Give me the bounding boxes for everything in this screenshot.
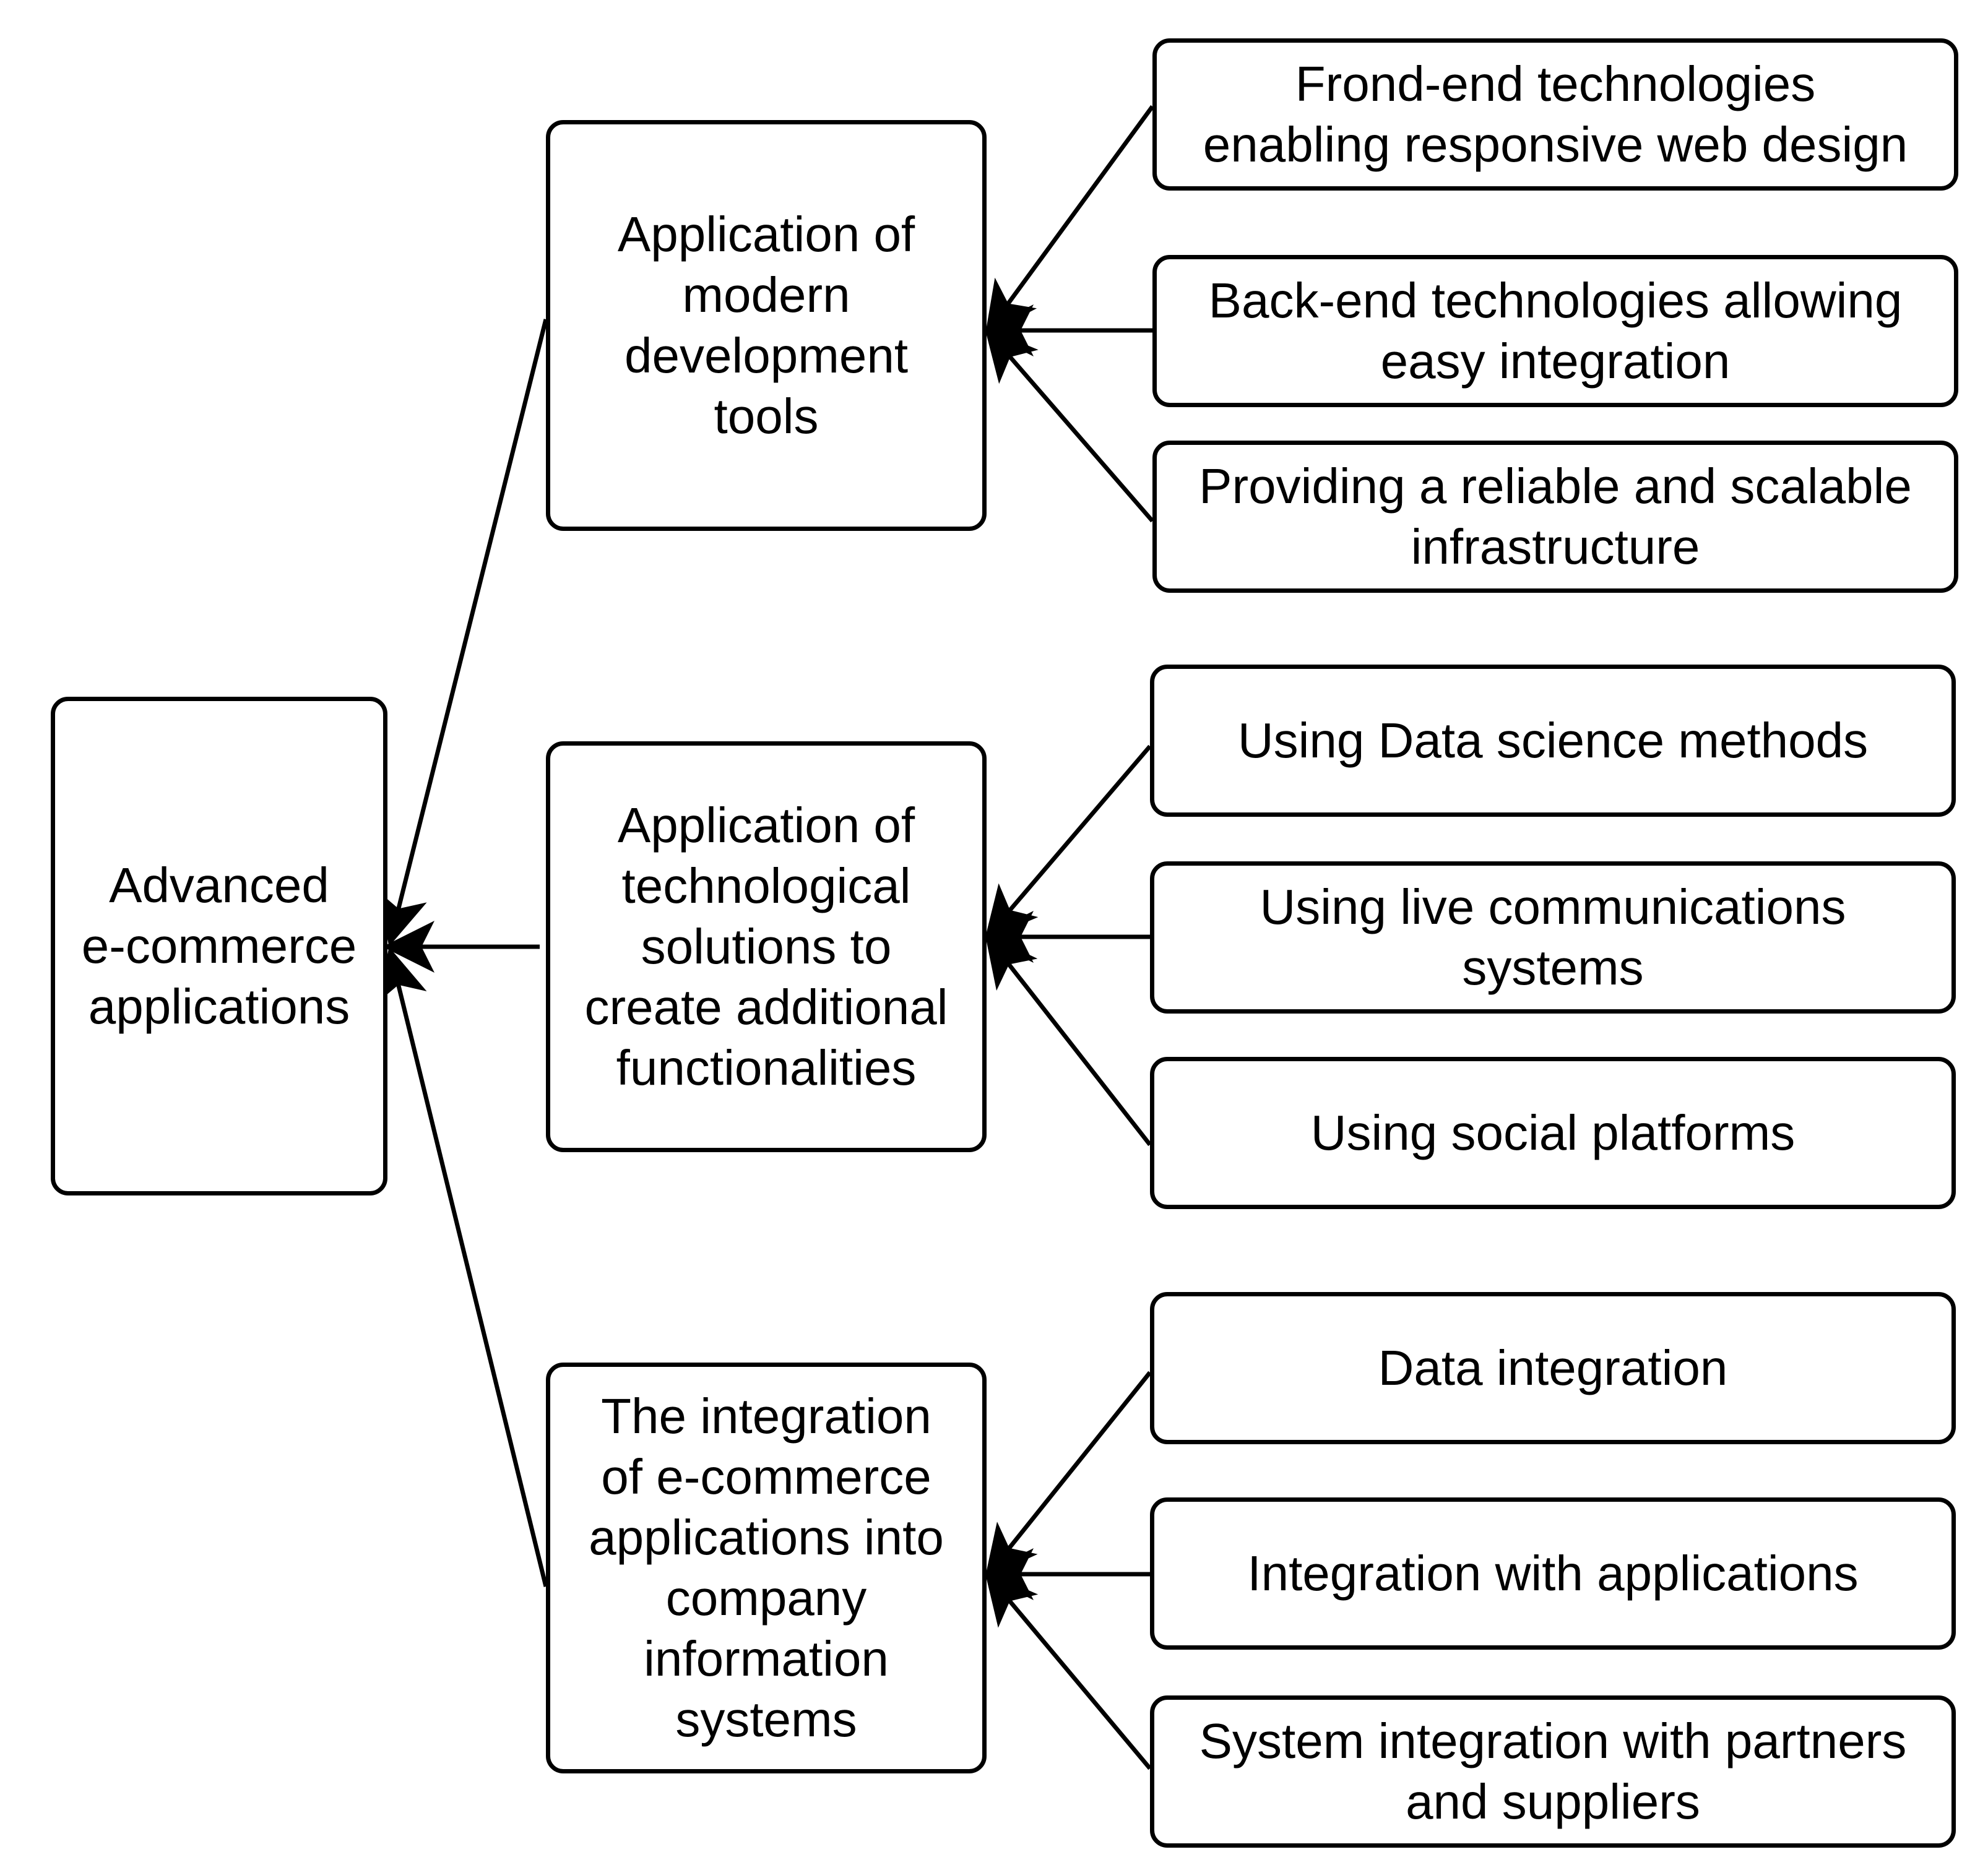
branch-node-label: Application of modern development tools: [617, 207, 915, 444]
leaf-node-label: Using social platforms: [1310, 1105, 1796, 1160]
branch-node-technological-solutions: Application of technological solutions t…: [546, 741, 987, 1152]
root-node: Advanced e-commerce applications: [51, 697, 387, 1195]
arrow-leaf-1-1-to-branch-1: [985, 105, 1154, 335]
branch-node-integration: The integration of e-commerce applicatio…: [546, 1363, 987, 1773]
leaf-node-label: Providing a reliable and scalable infras…: [1199, 459, 1912, 574]
leaf-node-live-communications: Using live communications systems: [1150, 861, 1956, 1014]
leaf-node-label: Using live communications systems: [1260, 879, 1846, 995]
arrow-leaf-1-3-to-branch-1: [984, 327, 1154, 523]
leaf-node-label: Data integration: [1378, 1340, 1728, 1395]
leaf-node-label: Back-end technologies allowing easy inte…: [1208, 273, 1903, 389]
root-node-label: Advanced e-commerce applications: [81, 858, 357, 1034]
arrow-leaf-2-3-to-branch-2: [985, 933, 1152, 1147]
leaf-node-frontend-technologies: Frond-end technologies enabling responsi…: [1152, 38, 1958, 191]
leaf-node-data-science: Using Data science methods: [1150, 665, 1956, 817]
arrow-leaf-2-1-to-branch-2: [984, 744, 1152, 940]
leaf-node-infrastructure: Providing a reliable and scalable infras…: [1152, 441, 1958, 593]
leaf-node-label: Using Data science methods: [1237, 713, 1869, 768]
branch-node-label: The integration of e-commerce applicatio…: [589, 1389, 944, 1747]
leaf-node-partner-integration: System integration with partners and sup…: [1150, 1695, 1956, 1848]
branch-node-label: Application of technological solutions t…: [584, 798, 948, 1095]
arrow-branch-1-to-root: [376, 319, 548, 947]
arrow-leaf-3-3-to-branch-3: [985, 1571, 1152, 1770]
leaf-node-label: Integration with applications: [1247, 1546, 1859, 1601]
leaf-node-data-integration: Data integration: [1150, 1292, 1956, 1444]
leaf-node-label: Frond-end technologies enabling responsi…: [1203, 56, 1908, 172]
arrow-leaf-3-1-to-branch-3: [985, 1371, 1152, 1579]
leaf-node-backend-technologies: Back-end technologies allowing easy inte…: [1152, 255, 1958, 407]
arrow-branch-3-to-root: [376, 947, 548, 1587]
leaf-node-label: System integration with partners and sup…: [1199, 1713, 1907, 1829]
branch-node-development-tools: Application of modern development tools: [546, 120, 987, 531]
leaf-node-social-platforms: Using social platforms: [1150, 1057, 1956, 1209]
leaf-node-application-integration: Integration with applications: [1150, 1497, 1956, 1650]
